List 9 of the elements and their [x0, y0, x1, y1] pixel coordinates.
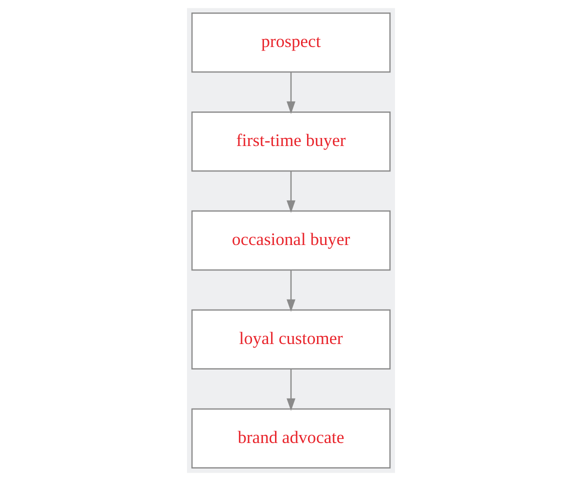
node-box: prospect: [191, 12, 391, 73]
arrow: [286, 270, 296, 312]
node-box: first-time buyer: [191, 111, 391, 172]
node-box: loyal customer: [191, 309, 391, 370]
arrow: [286, 171, 296, 213]
node-box: brand advocate: [191, 408, 391, 469]
node-box: occasional buyer: [191, 210, 391, 271]
arrow: [286, 369, 296, 411]
arrow: [286, 72, 296, 114]
